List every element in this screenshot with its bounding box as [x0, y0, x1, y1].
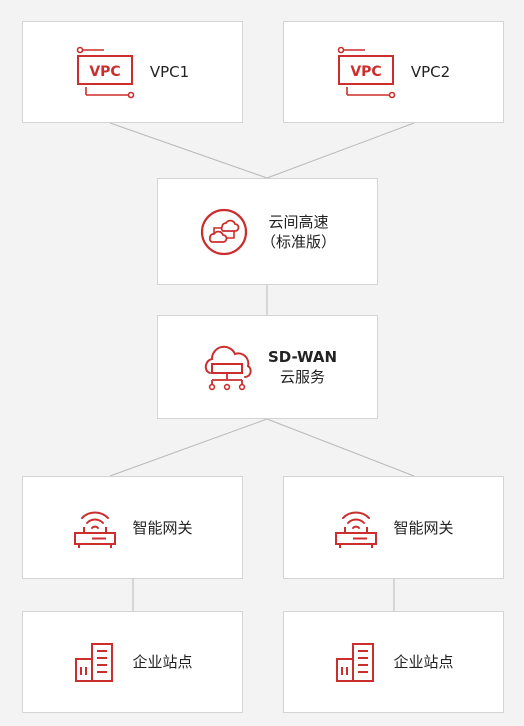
site-left-label: 企业站点 [132, 653, 193, 671]
vpc2-label: VPC2 [410, 63, 451, 81]
connector-vpc2-cen [266, 122, 415, 179]
cloud-network-icon [204, 345, 252, 391]
gateway-right-label: 智能网关 [393, 518, 454, 537]
building-icon [75, 643, 114, 682]
connector-vpc1-cen [109, 122, 268, 179]
gateway-left-node[interactable]: 智能网关 [22, 476, 243, 579]
router-icon [74, 511, 117, 548]
sdwan-label-line2: 云服务 [279, 368, 325, 386]
vpc-icon: VPC [76, 46, 135, 99]
connector-sdwan-gateway-left [109, 418, 268, 477]
svg-text:VPC: VPC [89, 64, 120, 80]
vpc2-node[interactable]: VPC VPC2 [283, 21, 504, 123]
connector-sdwan-gateway-right [266, 418, 415, 477]
cen-node[interactable]: 云间高速 （标准版） [157, 178, 378, 285]
sdwan-node[interactable]: SD-WAN 云服务 [157, 315, 378, 419]
site-right-label: 企业站点 [393, 653, 454, 671]
vpc-icon: VPC [337, 46, 396, 99]
sdwan-label-line1: SD-WAN [267, 348, 338, 366]
svg-text:VPC: VPC [350, 64, 381, 80]
gateway-left-label: 智能网关 [132, 518, 193, 537]
cen-label: 云间高速 （标准版） [261, 212, 336, 252]
cen-label-line2: （标准版） [260, 232, 336, 251]
cen-label-line1: 云间高速 [268, 212, 329, 231]
site-left-node[interactable]: 企业站点 [22, 611, 243, 713]
router-icon [335, 511, 378, 548]
vpc1-label: VPC1 [149, 63, 190, 81]
vpc1-node[interactable]: VPC VPC1 [22, 21, 243, 123]
gateway-right-node[interactable]: 智能网关 [283, 476, 504, 579]
site-right-node[interactable]: 企业站点 [283, 611, 504, 713]
cloud-connect-icon [200, 208, 248, 255]
sdwan-label: SD-WAN 云服务 [268, 347, 337, 387]
building-icon [336, 643, 375, 682]
